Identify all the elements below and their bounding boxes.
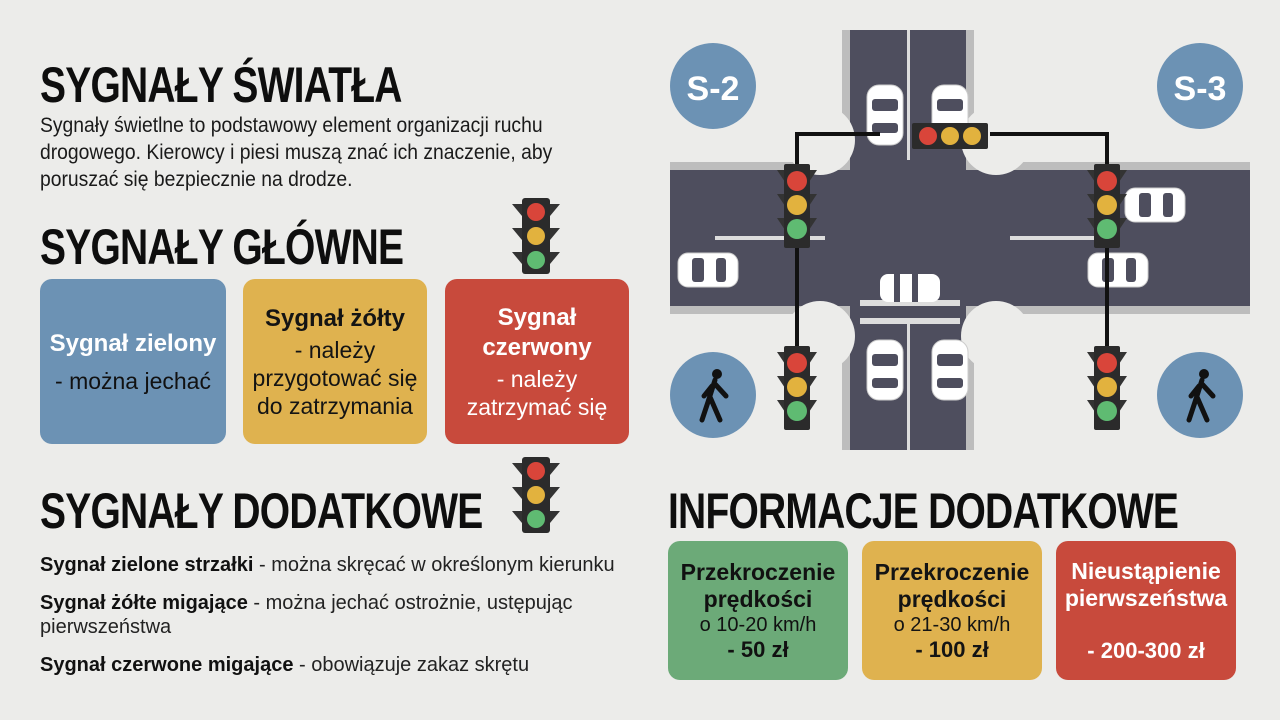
traffic-light-icon: [512, 198, 560, 274]
list-item: Sygnał zielone strzałki - można skręcać …: [40, 554, 615, 576]
card-red-signal: Sygnał czerwony - należy zatrzymać się: [445, 279, 629, 444]
list-item: Sygnał czerwone migające - obowiązuje za…: [40, 654, 530, 676]
extra-signals-list: Sygnał zielone strzałki - można skręcać …: [40, 553, 650, 691]
svg-text:S-3: S-3: [1174, 70, 1227, 108]
svg-text:S-2: S-2: [687, 70, 740, 108]
card-yellow-signal: Sygnał żółty - należy przygotować się do…: [243, 279, 427, 444]
intro-text: Sygnały świetlne to podstawowy element o…: [40, 114, 553, 191]
extra-signals-heading: SYGNAŁY DODATKOWE: [40, 483, 483, 539]
pedestrian-icon: [1157, 352, 1243, 438]
badge-s3: S-3: [1157, 43, 1243, 129]
info-heading: INFORMACJE DODATKOWE: [668, 483, 1179, 539]
list-item: Sygnał żółte migające - można jechać ost…: [40, 592, 573, 638]
intersection-diagram: S-2 S-3: [670, 30, 1250, 450]
fine-card-speed-21-30: Przekroczenie prędkości o 21-30 km/h - 1…: [862, 541, 1042, 680]
fine-card-priority: Nieustąpienie pierwszeństwa - 200-300 zł: [1056, 541, 1236, 680]
card-green-signal: Sygnał zielony - można jechać: [40, 279, 226, 444]
fine-card-speed-10-20: Przekroczenie prędkości o 10-20 km/h - 5…: [668, 541, 848, 680]
page-title: SYGNAŁY ŚWIATŁA: [40, 57, 402, 113]
badge-s2: S-2: [670, 43, 756, 129]
pedestrian-icon: [670, 352, 756, 438]
traffic-light-icon: [512, 457, 560, 533]
main-signals-heading: SYGNAŁY GŁÓWNE: [40, 219, 404, 275]
